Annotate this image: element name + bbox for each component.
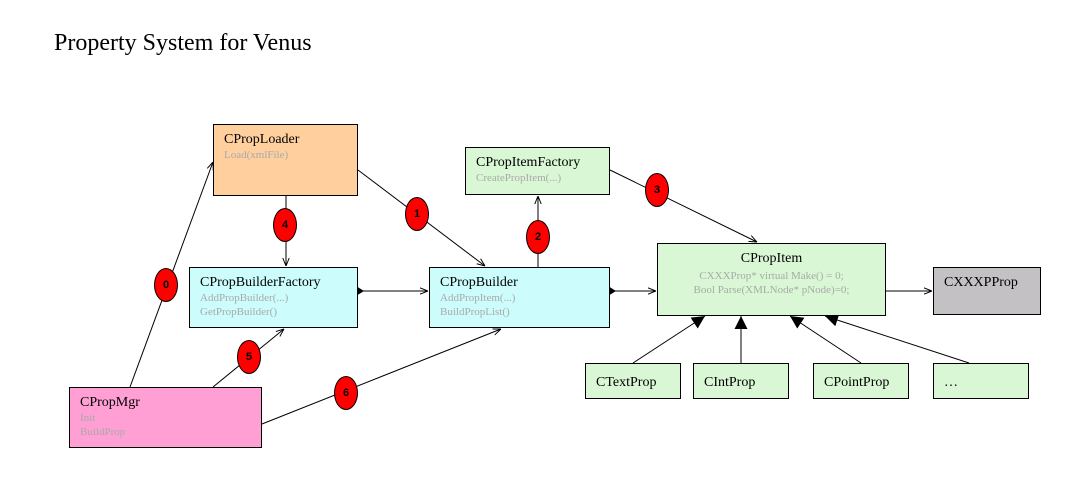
step-badge-2: 2 [526, 220, 550, 254]
diagram-title: Property System for Venus [54, 30, 312, 56]
class-name-cpropmgr: CPropMgr [80, 395, 140, 410]
class-name-cpropitemfactory: CPropItemFactory [476, 155, 581, 170]
class-box-cpropbuilderfactory: CPropBuilderFactory AddPropBuilder(...) … [189, 267, 358, 328]
method-createpropitem: CreatePropItem(...) [476, 172, 562, 184]
method-addpropitem: AddPropItem(...) [440, 292, 516, 304]
method-load: Load(xmlFile) [224, 149, 289, 161]
class-name-cpointprop: CPointProp [824, 375, 890, 390]
connector-itemfactory-to-item [609, 169, 757, 242]
step-badge-5: 5 [237, 340, 261, 374]
step-badge-4: 4 [273, 208, 297, 242]
method-buildproplist: BuildPropList() [440, 306, 510, 318]
step-badge-1: 1 [405, 197, 429, 231]
class-box-cpropmgr: CPropMgr Init BuildProp [69, 387, 262, 448]
class-name-more: … [944, 375, 958, 390]
class-box-cpropitem: CPropItem CXXXProp* virtual Make() = 0; … [657, 243, 886, 316]
method-getpropbuilder: GetPropBuilder() [200, 306, 277, 318]
class-box-more: … [933, 363, 1029, 399]
class-box-cintprop: CIntProp [693, 363, 789, 399]
method-parse: Bool Parse(XMLNode* pNode)=0; [693, 284, 850, 296]
class-name-cpropitem: CPropItem [740, 251, 803, 266]
connector-mgr-to-builder [261, 329, 501, 425]
class-name-cxxxpprop: CXXXPProp [944, 275, 1018, 290]
step-badge-6: 6 [334, 376, 358, 410]
class-box-cpointprop: CPointProp [813, 363, 909, 399]
class-box-cproploader: CPropLoader Load(xmlFile) [213, 124, 358, 196]
class-box-ctextprop: CTextProp [585, 363, 681, 399]
class-box-cpropitemfactory: CPropItemFactory CreatePropItem(...) [465, 147, 610, 195]
class-box-cpropbuilder: CPropBuilder AddPropItem(...) BuildPropL… [429, 267, 610, 328]
method-init: Init [80, 412, 96, 424]
inherit-cpointprop [789, 315, 862, 364]
class-name-cpropbuilder: CPropBuilder [440, 275, 518, 290]
method-buildprop: BuildProp [80, 426, 126, 438]
class-name-cpropbuilderfactory: CPropBuilderFactory [200, 275, 321, 290]
inherit-more [824, 313, 970, 364]
class-box-cxxxpprop: CXXXPProp [933, 267, 1041, 315]
method-make: CXXXProp* virtual Make() = 0; [699, 270, 844, 282]
class-name-cintprop: CIntProp [704, 375, 756, 390]
inherit-ctextprop [632, 315, 706, 364]
step-badge-3: 3 [645, 173, 669, 207]
class-name-ctextprop: CTextProp [596, 375, 657, 390]
method-addpropbuilder: AddPropBuilder(...) [200, 292, 289, 304]
step-badge-0: 0 [154, 268, 178, 302]
class-name-cproploader: CPropLoader [224, 132, 300, 147]
